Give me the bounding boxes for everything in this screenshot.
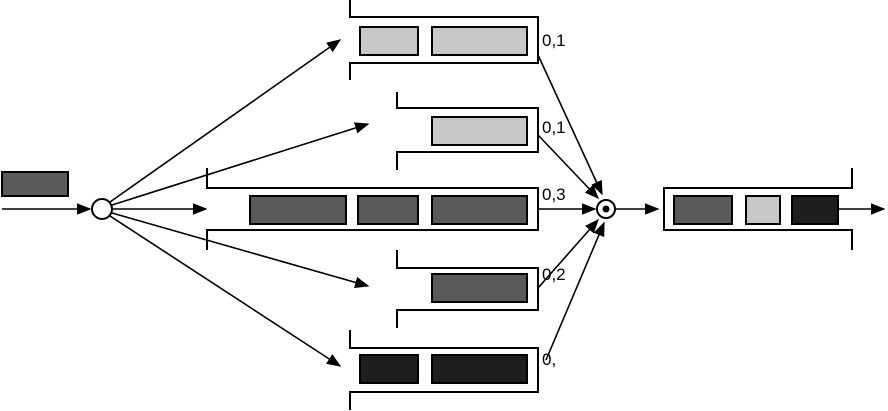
branch-1-item bbox=[431, 26, 528, 56]
output-item bbox=[673, 195, 733, 225]
branch-1: 0,1 bbox=[349, 0, 566, 80]
converge-arrow-2 bbox=[537, 134, 599, 200]
converge-arrow-4 bbox=[537, 218, 599, 289]
fan-arrow-5 bbox=[109, 215, 342, 367]
branch-2-probability: 0,1 bbox=[542, 118, 566, 137]
branch-3-probability: 0,3 bbox=[542, 185, 566, 204]
branch-2-bracket bbox=[396, 92, 539, 170]
branch-2: 0,1 bbox=[396, 92, 566, 170]
branch-5-item bbox=[359, 354, 419, 384]
merge-node bbox=[596, 199, 616, 219]
branch-5: 0, bbox=[349, 330, 556, 410]
output-item bbox=[791, 195, 839, 225]
output-queue bbox=[663, 168, 886, 250]
branch-3-item bbox=[431, 195, 528, 225]
converge-arrow-5 bbox=[545, 221, 605, 361]
branch-3: 0,3 bbox=[206, 168, 566, 250]
branch-2-item bbox=[431, 116, 528, 146]
output-bracket bbox=[663, 168, 853, 250]
branch-5-item bbox=[431, 354, 528, 384]
branch-5-bracket bbox=[349, 330, 539, 410]
output-item bbox=[745, 195, 781, 225]
fan-out-arrows bbox=[109, 39, 370, 367]
fan-arrow-2 bbox=[111, 122, 370, 206]
branch-1-probability: 0,1 bbox=[542, 31, 566, 50]
split-node bbox=[91, 198, 113, 220]
input-item bbox=[1, 171, 69, 197]
fan-arrow-4 bbox=[111, 212, 370, 288]
branch-1-bracket bbox=[349, 0, 539, 80]
branch-4-probability: 0,2 bbox=[542, 265, 566, 284]
branch-4-item bbox=[431, 273, 528, 303]
fan-arrow-1 bbox=[109, 39, 342, 203]
branch-3-item bbox=[249, 195, 347, 225]
branch-4: 0,2 bbox=[396, 250, 566, 328]
branch-5-probability: 0, bbox=[542, 350, 556, 369]
branch-3-item bbox=[357, 195, 419, 225]
converge-arrows bbox=[537, 54, 605, 361]
branch-1-item bbox=[359, 26, 419, 56]
converge-arrow-1 bbox=[537, 54, 603, 196]
branch-4-bracket bbox=[396, 250, 539, 328]
input-queue bbox=[1, 171, 92, 215]
